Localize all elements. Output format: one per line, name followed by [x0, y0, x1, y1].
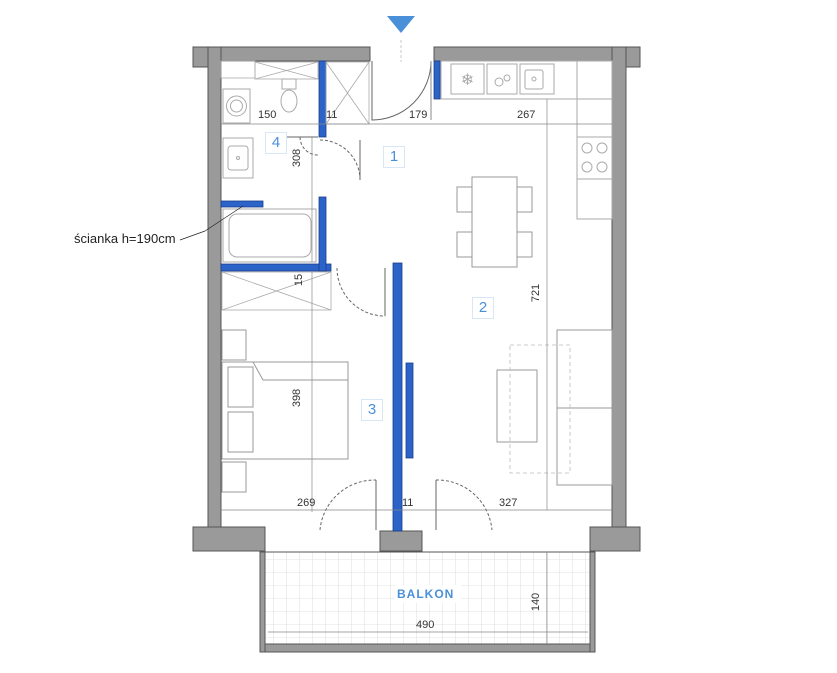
balcony — [259, 551, 596, 653]
bed-icon — [221, 329, 349, 493]
washing-machine-icon — [222, 88, 251, 124]
dimension-lines — [179, 99, 612, 644]
sofa-icon — [496, 329, 613, 486]
kitchen-sink-icon — [519, 63, 555, 95]
outer-walls — [192, 46, 641, 552]
fridge-icon: ❄ — [450, 63, 485, 95]
dining-table-icon — [456, 176, 533, 268]
partition-walls — [220, 60, 441, 532]
sink-icon — [222, 137, 254, 179]
dishwasher-icon — [486, 63, 518, 95]
entrance-arrow-icon — [387, 16, 415, 33]
bathtub-icon — [222, 208, 317, 263]
svg-text:❄: ❄ — [461, 72, 474, 89]
toilet-icon — [280, 78, 298, 113]
stove-icon — [576, 136, 613, 180]
